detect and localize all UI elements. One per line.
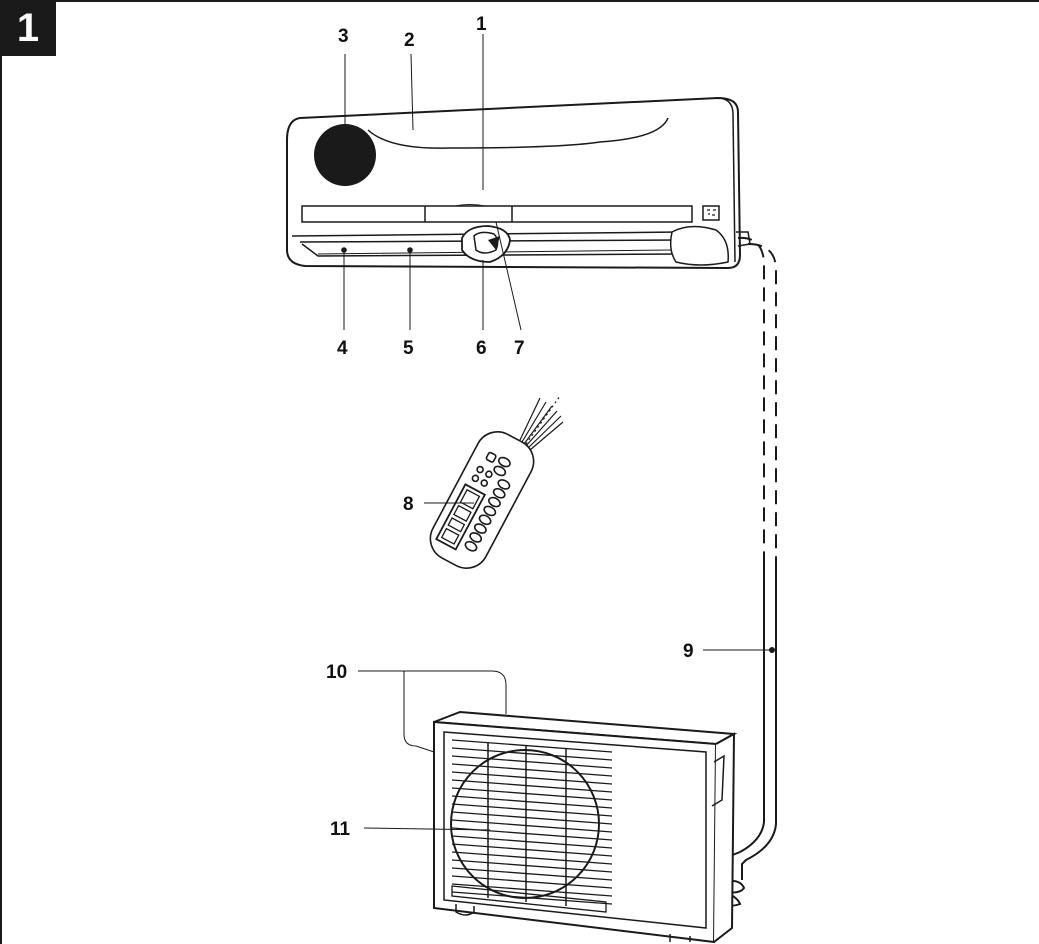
callout-1: 1: [476, 14, 487, 35]
callout-11: 11: [330, 819, 351, 840]
remote-control-icon: [429, 431, 535, 569]
callout-5: 5: [403, 338, 414, 359]
callout-2: 2: [404, 30, 415, 51]
callout-9: 9: [683, 641, 694, 662]
indoor-unit-icon: [286, 96, 751, 270]
callout-10: 10: [326, 662, 347, 683]
fan-grille-icon: [450, 739, 613, 913]
callout-4: 4: [337, 338, 348, 359]
callout-3: 3: [338, 26, 349, 47]
callout-7: 7: [514, 338, 525, 359]
display-window-icon: [314, 124, 376, 186]
outdoor-unit-icon: [433, 710, 738, 944]
callout-6: 6: [476, 338, 487, 359]
signal-waves-icon: [519, 395, 564, 451]
figure-number-badge: 1: [0, 0, 56, 56]
callout-8: 8: [403, 494, 414, 515]
outdoor-leader-lines: [358, 670, 507, 831]
indoor-leader-lines: [343, 34, 522, 331]
pipe-icon: [719, 236, 777, 907]
